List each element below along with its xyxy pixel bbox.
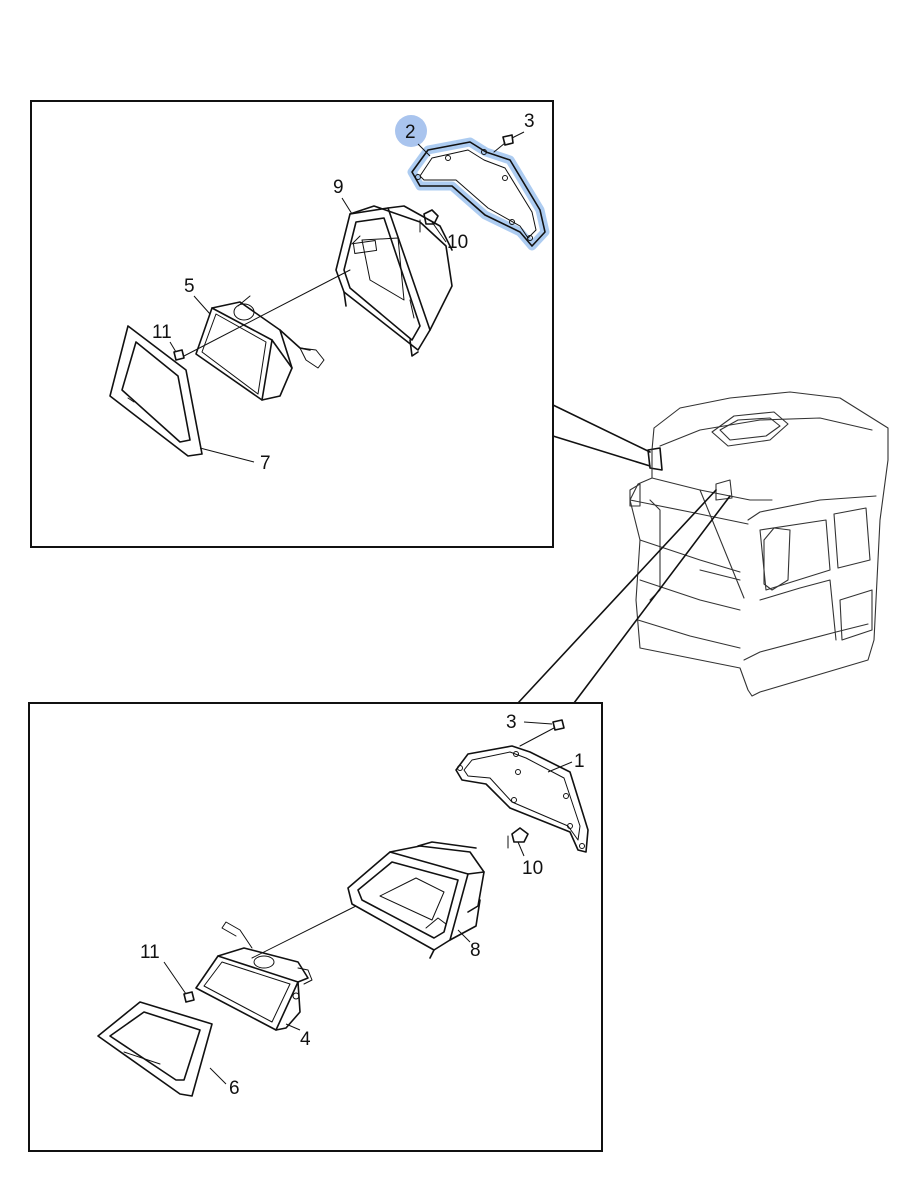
callout-9-top[interactable]: 9 — [333, 177, 344, 198]
screw-part-11-bottom[interactable] — [183, 991, 195, 1003]
top-connector — [552, 404, 663, 471]
clip-part-10-bottom[interactable] — [507, 827, 529, 849]
screw-part-3-bottom[interactable] — [519, 719, 565, 747]
callout-4-bottom[interactable]: 4 — [300, 1029, 311, 1050]
bracket-part-2[interactable] — [407, 137, 550, 251]
callout-11-top[interactable]: 11 — [152, 322, 172, 343]
housing-part-9-top[interactable] — [335, 205, 453, 357]
callout-3-bottom[interactable]: 3 — [506, 712, 517, 733]
callout-6-bottom[interactable]: 6 — [229, 1078, 240, 1099]
truck-cab — [629, 391, 889, 697]
bezel-part-7-top[interactable] — [109, 325, 203, 457]
callout-5-top[interactable]: 5 — [184, 276, 195, 297]
callout-10-bottom[interactable]: 10 — [522, 858, 543, 879]
bezel-part-6-bottom[interactable] — [97, 1001, 213, 1097]
callout-2[interactable]: 2 — [405, 122, 416, 143]
bottom-detail-frame — [28, 702, 603, 1152]
assembly-line-top — [183, 269, 351, 357]
lamp-part-5-top[interactable] — [195, 295, 325, 401]
callout-11-bottom[interactable]: 11 — [140, 942, 160, 963]
assembly-line-bottom — [251, 905, 357, 959]
screw-part-3-top[interactable] — [493, 134, 514, 153]
callout-10-top[interactable]: 10 — [447, 232, 468, 253]
callout-3-top[interactable]: 3 — [524, 111, 535, 132]
lamp-part-4-bottom[interactable] — [195, 921, 313, 1031]
screw-part-11-top[interactable] — [173, 349, 185, 361]
callout-7-top[interactable]: 7 — [260, 453, 271, 474]
highlight-badge — [395, 115, 427, 147]
bottom-connector — [517, 489, 731, 704]
bracket-part-1[interactable] — [455, 745, 589, 853]
clip-part-10-top[interactable] — [419, 209, 439, 233]
housing-part-8-bottom[interactable] — [347, 841, 485, 959]
callout-1-bottom[interactable]: 1 — [574, 751, 585, 772]
callout-8-bottom[interactable]: 8 — [470, 940, 481, 961]
bottom-detail-panel: 3 1 10 8 11 4 6 — [28, 702, 603, 1152]
top-detail-panel: 2 3 9 10 5 11 7 — [30, 100, 554, 548]
top-detail-frame — [30, 100, 554, 548]
